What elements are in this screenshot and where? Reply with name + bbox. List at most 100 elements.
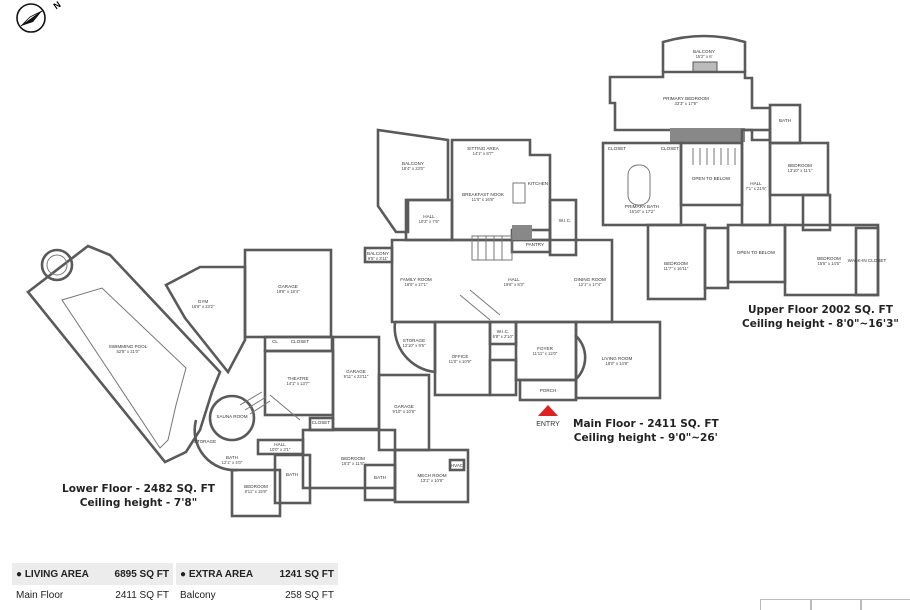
north-label: N [52,0,63,11]
room-dimensions: 18'8" x 18'4" [277,289,300,294]
living-area-table: ● LIVING AREA 6895 SQ FT Main Floor 2411… [12,563,173,606]
area-row: Balcony 258 SQ FT [176,585,338,606]
room-label: CLOSET [608,146,627,151]
room-dimensions: 11'0" x 16'8" [472,197,495,202]
room-label: SITTING AREA [467,146,500,151]
area-row-name: Main Floor [16,590,64,601]
room-label: GARAGE [278,284,298,289]
room-label: HALL [274,442,286,447]
room-label: FAMILY ROOM [400,277,432,282]
room-dimensions: 13'1" x 10'8" [421,478,444,483]
room-label: GYM [198,299,209,304]
room-label: FOYER [537,346,554,351]
room-dimensions: 12'1" x 17'4" [579,282,602,287]
main-floor-title: Main Floor - 2411 SQ. FT [573,418,719,430]
main-floor-label: Main Floor - 2411 SQ. FT Ceiling height … [573,417,719,445]
room-label: BALCONY [402,161,424,166]
entry-label: ENTRY [536,421,560,428]
room-dimensions: 15'10" x 17'2" [629,209,655,214]
room-dimensions: 14'1" x 8'7" [473,151,494,156]
room-dimensions: 14'1" x 13'7" [287,381,310,386]
room-dimensions: 15'2" x 6' [696,54,713,59]
room-label: BREAKFAST NOOK [462,192,505,197]
room-label: PORCH [540,388,557,393]
area-row-name: Balcony [180,590,216,601]
room-label: STORAGE [194,439,216,444]
lower-floor-ceiling: Ceiling height - 7'8" [79,497,198,509]
upper-floor-title: Upper Floor 2002 SQ. FT [747,304,893,316]
table-cell [810,599,862,610]
area-row-value: 258 SQ FT [285,590,334,601]
room-label: KITCHEN [528,181,548,186]
room-dimensions: 7'1" x 21'6" [746,186,767,191]
living-area-label: ● LIVING AREA [16,568,89,580]
room-label: WALK-IN CLOSET [848,258,887,263]
table-cell [860,599,910,610]
upper-floor-label: Upper Floor 2002 SQ. FT Ceiling height -… [742,303,899,331]
lower-floor-title: Lower Floor - 2482 SQ. FT [62,483,215,495]
room-label: OPEN TO BELOW [692,176,731,181]
room-label: HALL [423,214,435,219]
room-label: SWIMMING POOL [109,344,148,349]
room-label: CLOSET [291,339,310,344]
extra-area-table: ● EXTRA AREA 1241 SQ FT Balcony 258 SQ F… [176,563,338,606]
living-area-header: ● LIVING AREA 6895 SQ FT [12,563,173,585]
room-dimensions: 8'11" x 15'8" [245,489,268,494]
room-dimensions: 11'11" x 12'0" [533,351,558,356]
room-dimensions: 10'3" x 7'6" [419,219,440,224]
room-label: W.I.C. [497,329,510,334]
room-label: PRIMARY BATH [625,204,659,209]
room-label: BATH [779,118,791,123]
upper-floor-ceiling: Ceiling height - 8'0"~16'3" [742,318,899,330]
extra-area-label: ● EXTRA AREA [180,568,254,580]
room-label: W.I.C. [559,218,572,223]
living-area-total: 6895 SQ FT [114,568,169,580]
room-dimensions: 10'0" x 3'1" [270,447,291,452]
room-label: OPEN TO BELOW [737,250,776,255]
area-row: Main Floor 2411 SQ FT [12,585,173,606]
room-dimensions: 11'0" x 10'9" [449,359,472,364]
lower-floor-plan [26,244,470,518]
room-dimensions: 11'7" x 16'11" [664,266,689,271]
room-label: BEDROOM [341,456,365,461]
room-dimensions: 12'1" x 4'0" [222,460,243,465]
compass-icon: N [16,0,63,33]
room-label: BEDROOM [788,163,812,168]
room-label: BEDROOM [817,256,841,261]
room-label: STORAGE [403,338,425,343]
upper-floor-plan [601,34,880,301]
room-label: CLOSET [661,146,680,151]
room-dimensions: 52'8" x 21'0" [117,349,140,354]
extra-area-label-text: EXTRA AREA [188,568,254,580]
room-dimensions: 6'8" x 2'10" [493,334,514,339]
room-label: SAUNA ROOM [216,414,247,419]
room-dimensions: 19'6" x 8'3" [504,282,525,287]
room-label: GARAGE [346,369,366,374]
room-label: BEDROOM [244,484,268,489]
entry-marker-icon [538,405,558,416]
room-dimensions: 18'4" x 23'0" [402,166,425,171]
room-dimensions: 13'10" x 11'1" [788,168,813,173]
room-label: PANTRY [526,242,544,247]
room-label: PRIMARY BEDROOM [663,96,709,101]
room-dimensions: 12'10" x 9'6" [403,343,426,348]
room-label: OFFICE [452,354,469,359]
extra-area-header: ● EXTRA AREA 1241 SQ FT [176,563,338,585]
room-label: BATH [226,455,238,460]
room-dimensions: 16'3" x 11'8" [342,461,365,466]
room-label: BEDROOM [664,261,688,266]
extra-area-total: 1241 SQ FT [279,568,334,580]
room-dimensions: 9'10" x 10'8" [393,409,416,414]
room-label: LIVING ROOM [602,356,633,361]
room-dimensions: 33'3" x 17'9" [675,101,698,106]
area-row-value: 2411 SQ FT [115,590,169,601]
room-label: GARAGE [394,404,414,409]
room-label: BATH [374,475,386,480]
room-dimensions: 9'11" x 23'11" [344,374,369,379]
room-label: THEATRE [287,376,308,381]
room-label: CL [272,339,278,344]
main-floor-ceiling: Ceiling height - 9'0"~26' [573,432,718,444]
room-label: HALL [508,277,520,282]
room-label: BALCONY [367,251,389,256]
